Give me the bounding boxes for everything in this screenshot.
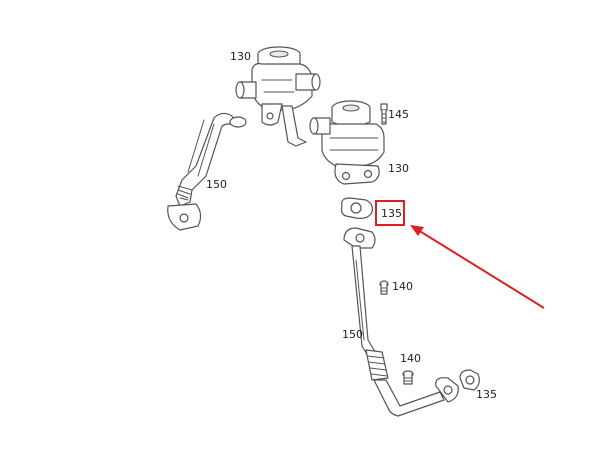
highlight-box — [375, 200, 405, 226]
label-130-lower: 130 — [388, 162, 409, 175]
bolt-140-lower[interactable] — [402, 370, 414, 385]
label-140-lower: 140 — [400, 352, 421, 365]
gasket-135-lower[interactable] — [459, 369, 480, 391]
air-pipe-lower[interactable] — [343, 227, 459, 417]
label-150-upper: 150 — [206, 178, 227, 191]
label-135-lower: 135 — [476, 388, 497, 401]
label-135-highlighted: 135 — [381, 207, 402, 220]
label-130-upper: 130 — [230, 50, 251, 63]
air-pump-valve-lower[interactable] — [309, 100, 385, 185]
air-pump-valve-upper[interactable] — [235, 46, 321, 147]
label-140-mid: 140 — [392, 280, 413, 293]
pointer-arrow — [410, 225, 545, 309]
bolt-140-mid[interactable] — [379, 280, 389, 295]
air-pipe-upper[interactable] — [167, 112, 247, 231]
bolt-145[interactable] — [380, 103, 388, 125]
gasket-135-highlighted[interactable] — [340, 197, 373, 219]
label-145: 145 — [388, 108, 409, 121]
label-150-lower: 150 — [342, 328, 363, 341]
